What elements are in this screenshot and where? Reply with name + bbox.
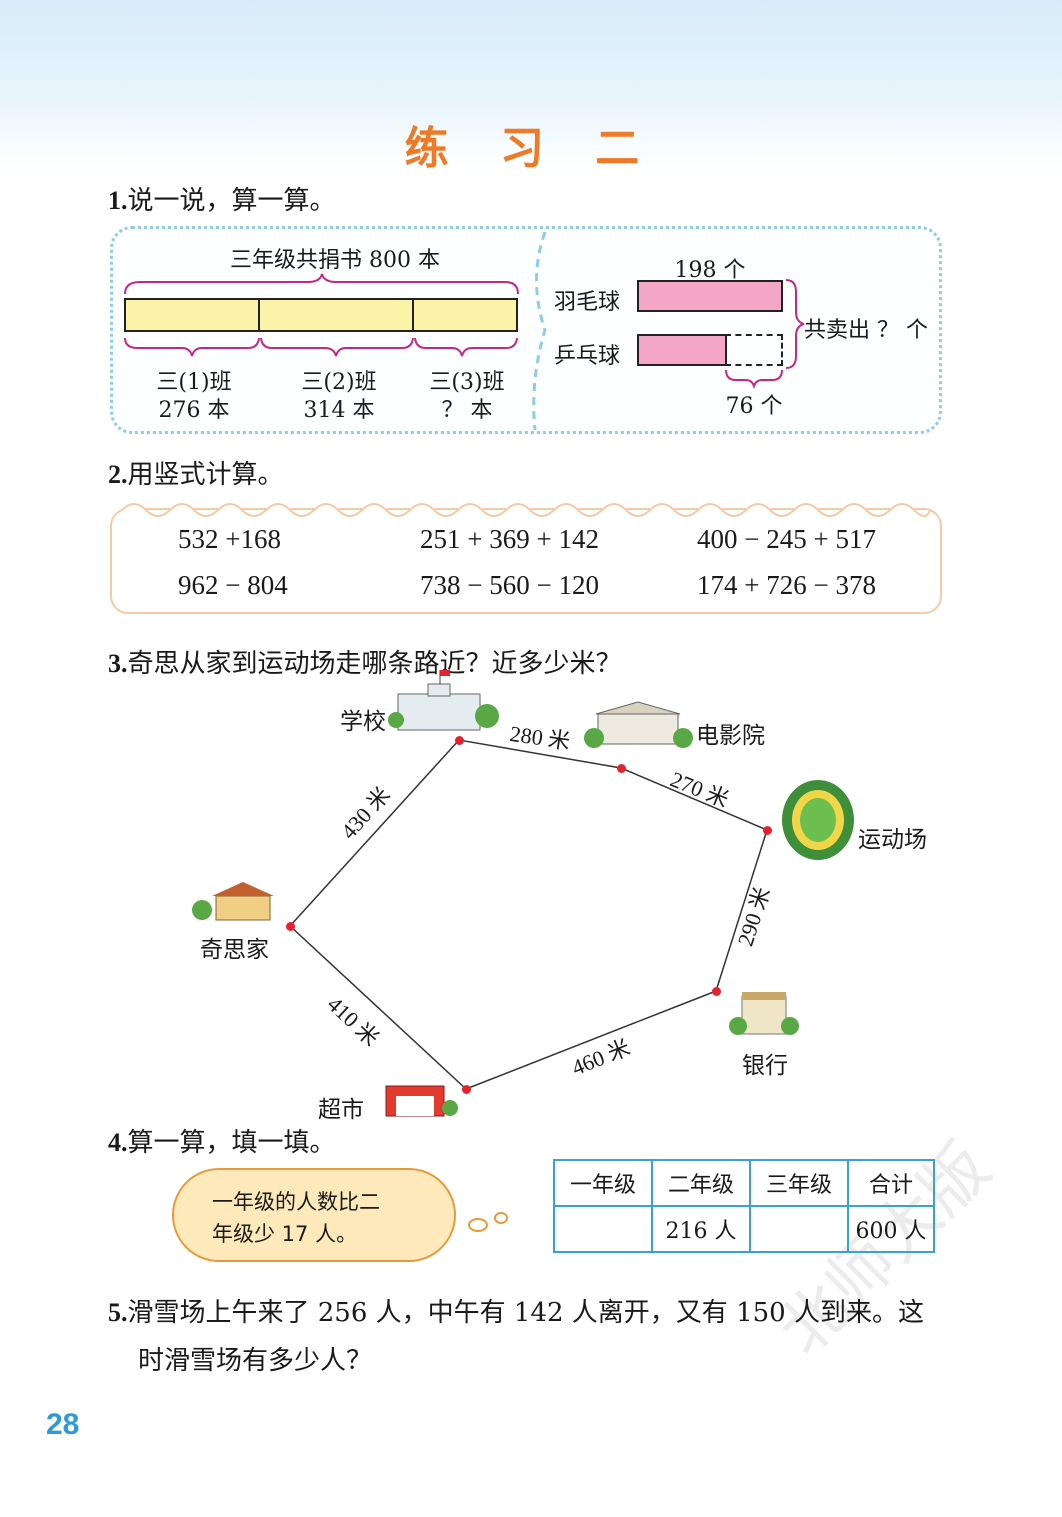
table-cell-grade3[interactable]	[749, 1205, 849, 1253]
expr-1: 532 +168	[178, 524, 281, 554]
class1-amount: 276 本	[158, 398, 230, 423]
node-market	[462, 1085, 471, 1094]
bank-icon	[729, 992, 799, 1035]
table-cell-grade1[interactable]	[553, 1205, 653, 1253]
q1-total-label: 三年级共捐书 800 本	[230, 248, 440, 273]
table-header-row: 一年级 二年级 三年级 合计	[553, 1159, 935, 1207]
badminton-label: 羽毛球	[554, 290, 621, 315]
expr-6: 174 + 726 − 378	[697, 570, 876, 600]
badminton-bar	[637, 280, 783, 312]
node-home	[286, 922, 295, 931]
node-school	[455, 736, 464, 745]
page-number: 28	[46, 1408, 80, 1441]
cloud-bubble-1	[468, 1218, 488, 1232]
table-cell-total: 600 人	[847, 1205, 935, 1253]
house-icon	[192, 882, 274, 921]
q1-heading: 1.说一说，算一算。	[108, 186, 336, 216]
bar-class1	[124, 298, 260, 332]
stadium-icon	[782, 780, 854, 860]
node-cinema	[617, 764, 626, 773]
q5-line2: 时滑雪场有多少人？	[138, 1346, 373, 1376]
table-header-cell: 合计	[847, 1159, 935, 1207]
table-header-cell: 三年级	[749, 1159, 849, 1207]
page-title: 练 习 二	[404, 123, 658, 174]
q3-heading: 3.奇思从家到运动场走哪条路近？近多少米？	[108, 649, 622, 679]
class2-name: 三(2)班	[301, 370, 377, 395]
q4-heading: 4.算一算，填一填。	[108, 1128, 336, 1158]
bar-class3	[412, 298, 518, 332]
class1-name: 三(1)班	[156, 370, 232, 395]
label-stadium: 运动场	[858, 827, 927, 853]
expr-5: 738 − 560 − 120	[420, 570, 599, 600]
table-row: 216 人 600 人	[553, 1205, 935, 1253]
cloud-line1: 一年级的人数比二	[212, 1190, 380, 1214]
supermarket-icon	[385, 1085, 458, 1117]
bar-class2	[258, 298, 414, 332]
pingpong-label: 乒乓球	[554, 344, 621, 369]
class3-amount: ？ 本	[441, 398, 493, 423]
label-school: 学校	[340, 709, 386, 735]
pingpong-bar	[637, 334, 727, 366]
pingpong-dashed-part	[725, 334, 783, 366]
table-cell-grade2: 216 人	[651, 1205, 751, 1253]
class2-amount: 314 本	[303, 398, 375, 423]
label-market: 超市	[318, 1097, 364, 1123]
expr-2: 251 + 369 + 142	[420, 524, 599, 554]
node-stadium	[763, 826, 772, 835]
expr-4: 962 − 804	[178, 570, 288, 600]
class3-name: 三(3)班	[429, 370, 505, 395]
q2-heading: 2.用竖式计算。	[108, 460, 284, 490]
difference-label: 76 个	[725, 394, 783, 419]
label-cinema: 电影院	[696, 723, 765, 749]
cinema-icon	[584, 701, 693, 748]
label-bank: 银行	[742, 1053, 788, 1079]
table-header-cell: 二年级	[651, 1159, 751, 1207]
expr-3: 400 − 245 + 517	[697, 524, 876, 554]
header-band	[0, 0, 1062, 170]
thought-cloud	[172, 1168, 456, 1262]
q5-line1: 5.滑雪场上午来了 256 人，中午有 142 人离开，又有 150 人到来。这	[108, 1298, 924, 1328]
grade-table: 一年级 二年级 三年级 合计 216 人 600 人	[553, 1159, 935, 1253]
table-header-cell: 一年级	[553, 1159, 653, 1207]
cloud-line2: 年级少 17 人。	[212, 1222, 358, 1246]
label-home: 奇思家	[200, 937, 269, 963]
cloud-bubble-2	[494, 1212, 508, 1224]
school-icon	[388, 670, 499, 731]
q2-scallop	[121, 503, 931, 517]
node-bank	[712, 987, 721, 996]
badminton-count: 198 个	[674, 258, 746, 283]
total-sold-label: 共卖出 ？ 个	[804, 318, 928, 343]
